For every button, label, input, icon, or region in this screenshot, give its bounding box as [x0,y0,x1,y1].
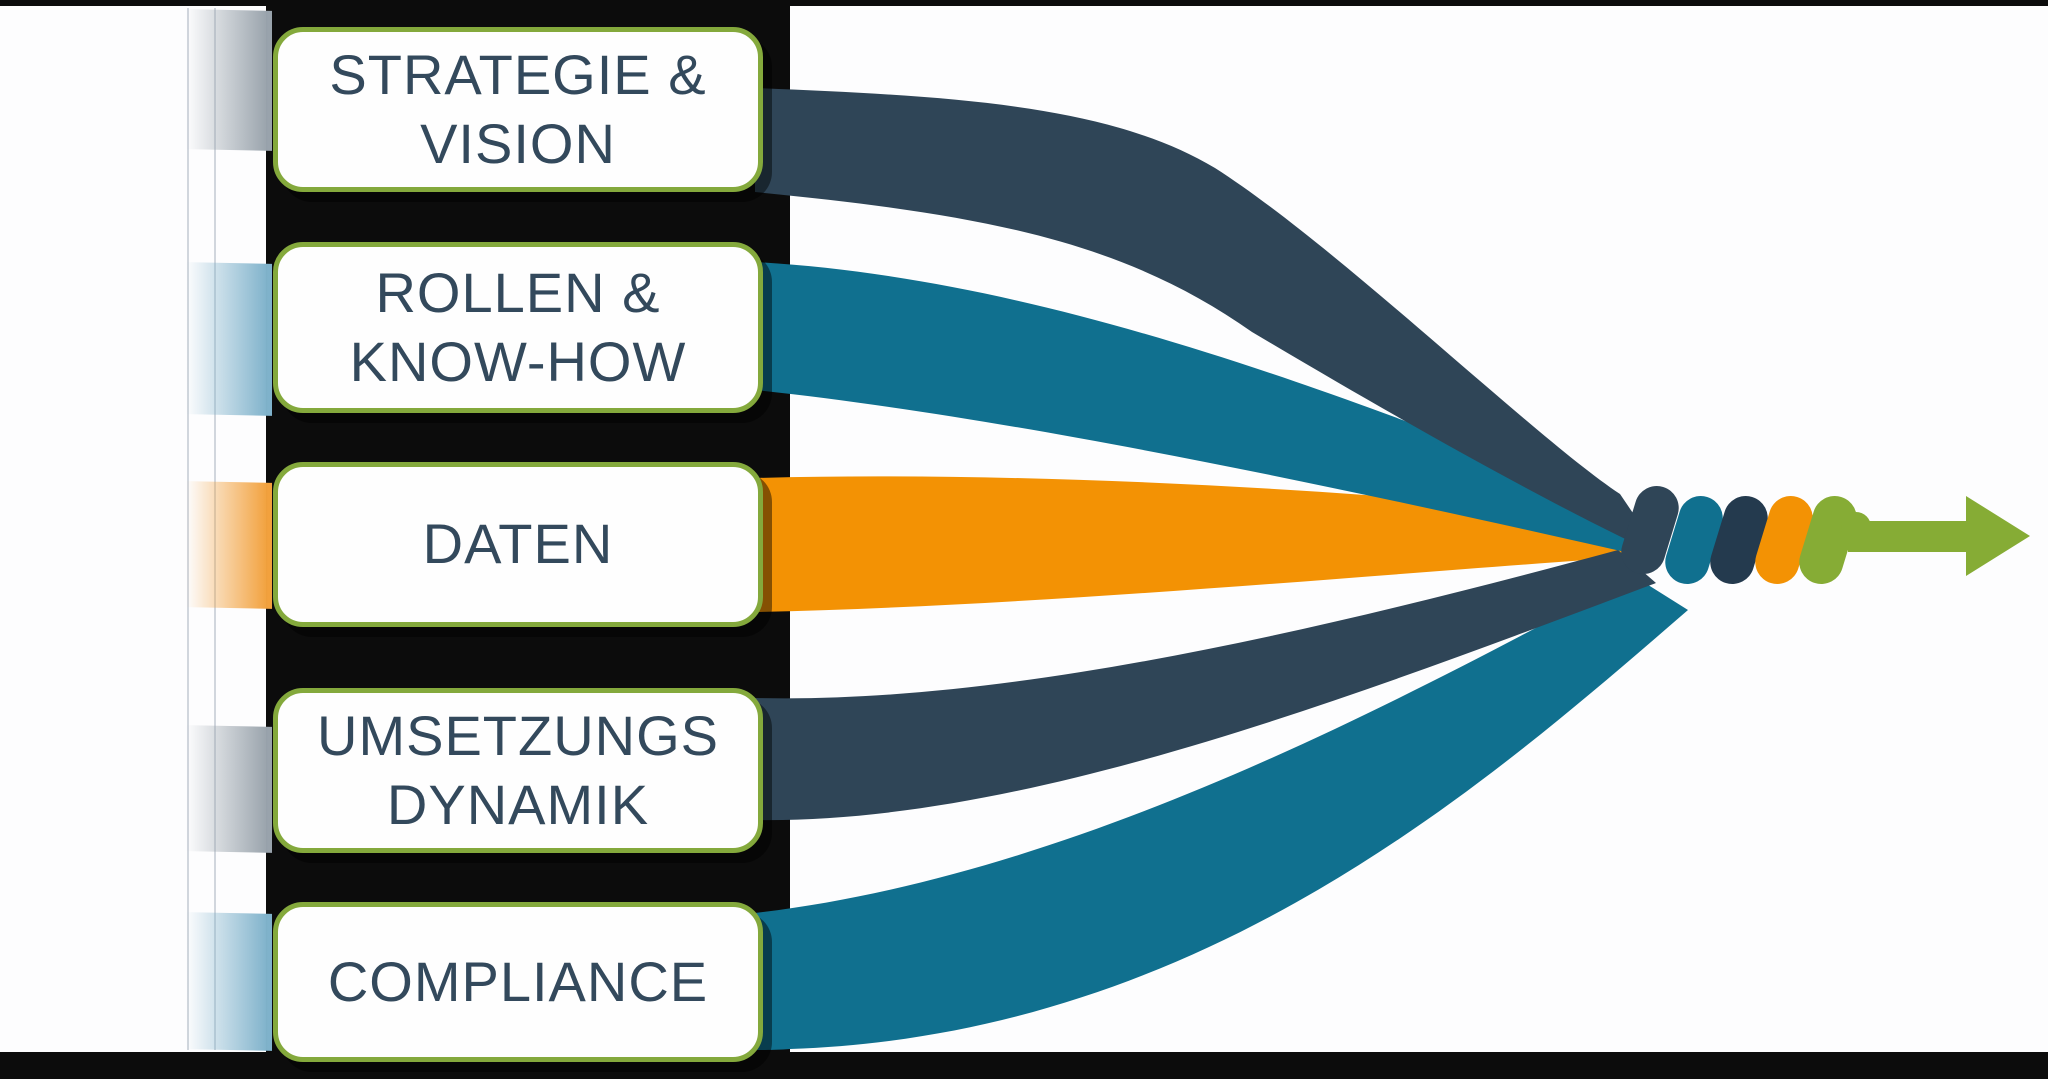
box-rollen-knowhow: ROLLEN & KNOW-HOW [273,242,763,413]
rope-twist-navy [1710,496,1768,584]
ribbon-strategie-vision [755,88,1662,556]
ribbon-rollen-knowhow [755,262,1660,560]
rope-twist-teal [1665,496,1723,584]
arrow-head-icon [1966,496,2030,576]
box-strategie-vision: STRATEGIE & VISION [273,27,763,192]
box-label: DATEN [422,512,614,576]
ribbon-daten [755,476,1645,612]
ribbon-compliance [755,576,1688,1050]
box-label: UMSETZUNGS DYNAMIK [317,704,719,836]
arrow-shaft [1848,521,1968,552]
box-compliance: COMPLIANCE [273,902,763,1062]
rope-twist-orange [1755,496,1813,584]
box-umsetzungsdynamik: UMSETZUNGS DYNAMIK [273,688,763,853]
rope-twist-green [1799,496,1857,584]
box-label: COMPLIANCE [327,949,709,1013]
box-daten: DATEN [273,462,763,627]
box-label: ROLLEN & KNOW-HOW [349,261,687,393]
ribbon-umsetzungsdynamik [755,550,1656,821]
box-label: STRATEGIE & VISION [329,43,707,175]
rope-twist-slate [1621,486,1679,574]
